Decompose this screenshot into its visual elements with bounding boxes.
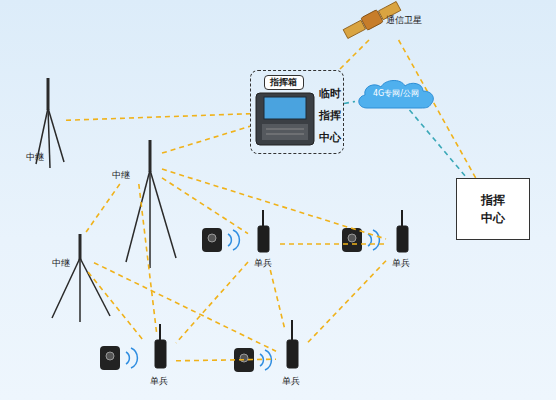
relay-tripod (126, 140, 176, 268)
link-line (176, 262, 248, 343)
camera-body (100, 346, 120, 370)
tripod-leg (150, 170, 176, 258)
radio-body (287, 340, 298, 368)
case-screen (264, 97, 306, 119)
command-case-icon (256, 93, 314, 145)
camera-body (202, 228, 222, 252)
command-center-box: 指挥中心 (456, 178, 530, 240)
satellite-node: 通信卫星 (352, 2, 424, 40)
relay-antenna (47, 78, 50, 110)
link-line (308, 261, 386, 343)
node-label: 中继 (26, 152, 44, 163)
node-label: 临时指挥中心 (319, 83, 343, 149)
relay-node: 中继 (110, 138, 162, 184)
node-label: 中继 (112, 170, 130, 181)
cloud-outline (359, 80, 434, 108)
radio-icon (287, 320, 298, 368)
radio-antenna (291, 320, 293, 342)
camera-body (342, 228, 362, 252)
node-label: 单兵 (254, 258, 272, 269)
link-line (280, 243, 386, 245)
radio-antenna (159, 324, 161, 342)
relay-antenna (149, 140, 152, 172)
case-keys (266, 134, 304, 135)
network-cloud: 4G专网/公网 (355, 78, 437, 110)
link-line (139, 184, 157, 332)
radio-body (155, 340, 166, 368)
link-line (162, 178, 248, 234)
link-line (66, 114, 250, 121)
node-label: 中继 (52, 258, 70, 269)
radio-antenna (262, 210, 264, 228)
link-line (339, 40, 369, 70)
camera-lens (208, 234, 216, 242)
node-label: 指挥箱 (270, 77, 297, 88)
signal-arcs (368, 230, 379, 250)
link-line (410, 110, 467, 178)
camera-lens (240, 354, 248, 362)
radio-body (397, 226, 408, 252)
link-line (344, 102, 355, 104)
tripod-leg (80, 258, 110, 316)
radio-icon (397, 210, 408, 252)
soldier-node: 单兵 (386, 218, 418, 270)
soldier-node: 单兵 (144, 332, 176, 390)
link-line (399, 40, 476, 178)
case-body (256, 93, 314, 145)
tripod-leg (149, 170, 151, 268)
soldier-node: 单兵 (276, 328, 308, 390)
case-panel (262, 124, 308, 140)
node-label: 单兵 (282, 376, 300, 387)
camera-lens (106, 352, 114, 360)
link-line (270, 270, 284, 328)
link-line (94, 263, 276, 352)
soldier-node: 单兵 (248, 218, 280, 270)
camera-lens (348, 234, 356, 242)
node-label: 4G专网/公网 (373, 89, 419, 99)
link-line (162, 126, 250, 153)
body-camera-icon (202, 228, 239, 252)
node-label: 单兵 (150, 376, 168, 387)
tripod-leg (48, 108, 64, 162)
temp-command-center-box: 临时指挥中心 指挥箱 (250, 70, 344, 154)
signal-arcs (126, 348, 137, 368)
solar-panel (343, 20, 365, 38)
tripod-leg (79, 258, 81, 322)
signal-arcs (228, 230, 239, 250)
node-label: 单兵 (392, 258, 410, 269)
body-camera-icon (100, 346, 137, 370)
link-line (86, 184, 120, 232)
relay-tripod (52, 234, 110, 322)
relay-node: 中继 (28, 76, 66, 166)
relay-antenna (79, 234, 82, 260)
link-line (176, 359, 276, 361)
command-case-label: 指挥箱 (264, 75, 304, 90)
node-label: 通信卫星 (386, 15, 422, 26)
tripod-leg (52, 258, 80, 318)
radio-body (258, 226, 269, 252)
link-line (162, 169, 386, 239)
relay-node: 中继 (50, 232, 94, 272)
case-keys (266, 129, 304, 130)
node-label: 指挥中心 (480, 191, 506, 227)
radio-icon (258, 210, 269, 252)
radio-antenna (401, 210, 403, 228)
tripod-leg (48, 108, 50, 168)
